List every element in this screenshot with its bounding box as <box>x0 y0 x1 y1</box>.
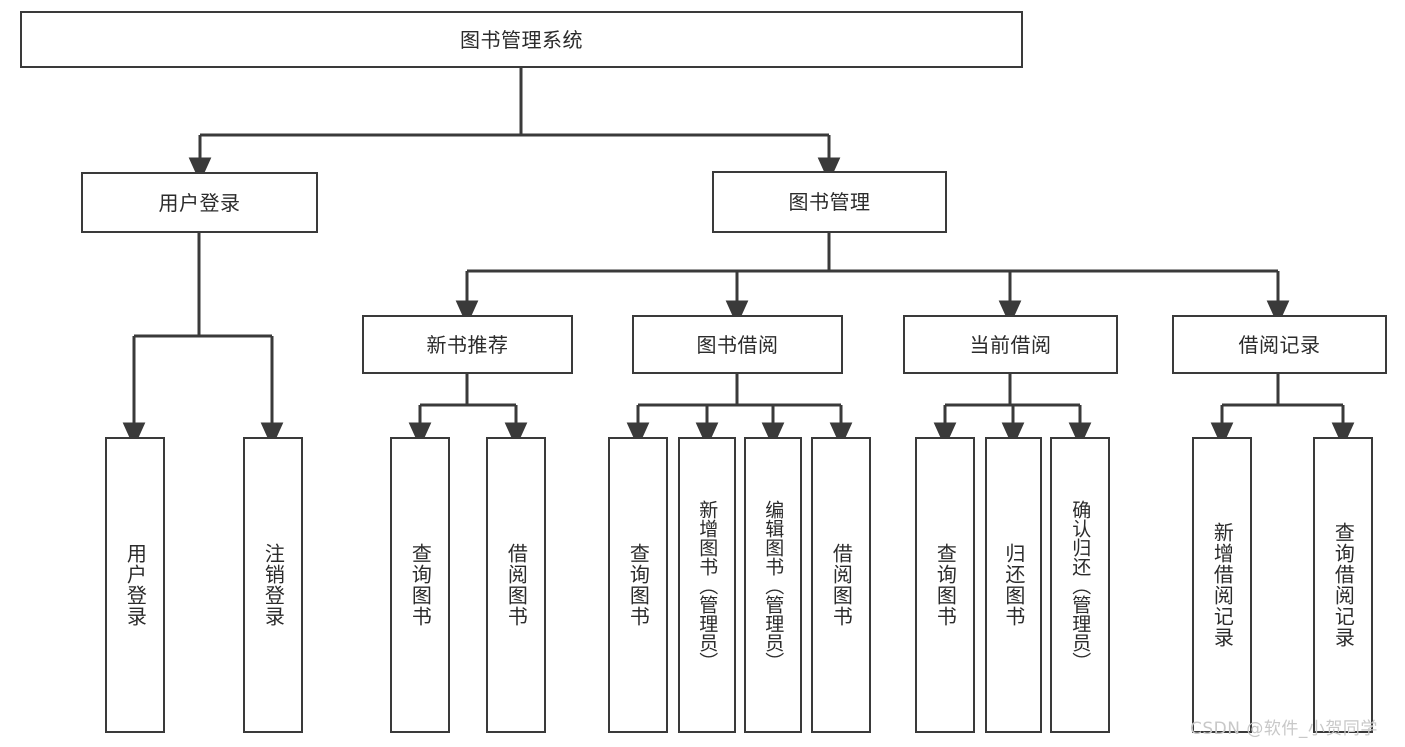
connector-group <box>122 68 1355 448</box>
leaf-query-borrow-record-label: 查询借阅记录 <box>1331 522 1356 648</box>
leaf-query-book-2[interactable]: 查询图书 <box>608 437 668 733</box>
leaf-borrow-book-1-label: 借阅图书 <box>504 543 529 627</box>
leaf-query-book-3-label: 查询图书 <box>933 543 958 627</box>
node-borrow-record-label: 借阅记录 <box>1238 332 1321 357</box>
node-user-login-label: 用户登录 <box>158 190 241 215</box>
node-current-borrow[interactable]: 当前借阅 <box>903 315 1118 374</box>
leaf-query-book-2-label: 查询图书 <box>626 543 651 627</box>
node-book-manage-label: 图书管理 <box>788 190 871 214</box>
node-current-borrow-label: 当前借阅 <box>969 332 1052 357</box>
leaf-add-borrow-record-label: 新增借阅记录 <box>1210 522 1235 648</box>
node-borrow-record[interactable]: 借阅记录 <box>1172 315 1387 374</box>
node-new-book-recommend-label: 新书推荐 <box>426 332 509 357</box>
leaf-borrow-book-2-label: 借阅图书 <box>829 543 854 627</box>
node-user-login[interactable]: 用户登录 <box>81 172 318 233</box>
leaf-borrow-book-1[interactable]: 借阅图书 <box>486 437 546 733</box>
leaf-query-book-1[interactable]: 查询图书 <box>390 437 450 733</box>
leaf-logout-label: 注销登录 <box>261 543 286 627</box>
leaf-confirm-return-label: 确认归还（管理员） <box>1069 499 1092 671</box>
leaf-edit-book[interactable]: 编辑图书（管理员） <box>744 437 802 733</box>
node-book-borrow[interactable]: 图书借阅 <box>632 315 843 374</box>
leaf-logout[interactable]: 注销登录 <box>243 437 303 733</box>
node-book-borrow-label: 图书借阅 <box>696 332 779 357</box>
leaf-borrow-book-2[interactable]: 借阅图书 <box>811 437 871 733</box>
node-book-manage[interactable]: 图书管理 <box>712 171 947 233</box>
leaf-add-borrow-record[interactable]: 新增借阅记录 <box>1192 437 1252 733</box>
leaf-user-login-label: 用户登录 <box>123 543 148 627</box>
leaf-return-book-label: 归还图书 <box>1001 543 1026 627</box>
node-new-book-recommend[interactable]: 新书推荐 <box>362 315 573 374</box>
node-root-label: 图书管理系统 <box>460 27 583 52</box>
leaf-confirm-return[interactable]: 确认归还（管理员） <box>1050 437 1110 733</box>
node-root[interactable]: 图书管理系统 <box>20 11 1023 68</box>
leaf-add-book-label: 新增图书（管理员） <box>696 499 719 671</box>
leaf-query-book-3[interactable]: 查询图书 <box>915 437 975 733</box>
leaf-query-borrow-record[interactable]: 查询借阅记录 <box>1313 437 1373 733</box>
leaf-return-book[interactable]: 归还图书 <box>985 437 1042 733</box>
leaf-add-book[interactable]: 新增图书（管理员） <box>678 437 736 733</box>
leaf-query-book-1-label: 查询图书 <box>408 543 433 627</box>
leaf-edit-book-label: 编辑图书（管理员） <box>762 499 785 671</box>
leaf-user-login[interactable]: 用户登录 <box>105 437 165 733</box>
